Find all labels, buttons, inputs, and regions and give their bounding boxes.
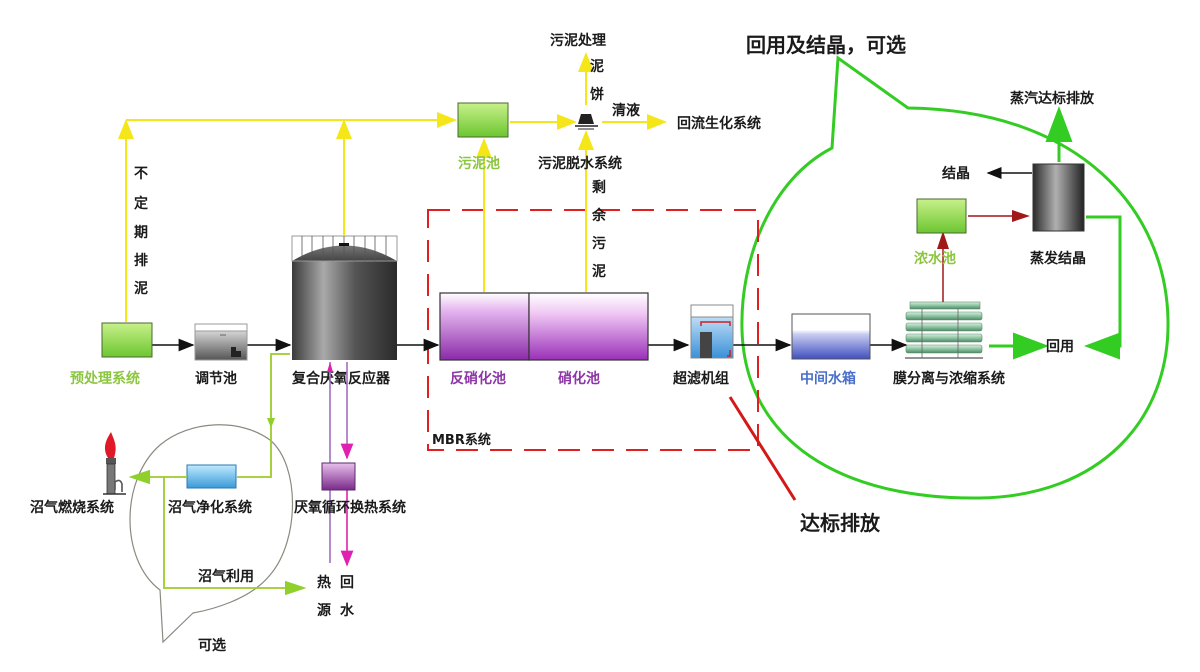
anaerobic-reactor[interactable] bbox=[291, 235, 398, 360]
intermediate-tank-label: 中间水箱 bbox=[800, 370, 856, 387]
svg-text:饼: 饼 bbox=[590, 86, 604, 103]
biogas-utilization-line bbox=[163, 477, 307, 596]
return-bio-label: 回流生化系统 bbox=[677, 115, 761, 132]
svg-text:热: 热 bbox=[317, 574, 331, 591]
compliant-discharge-line bbox=[728, 396, 797, 501]
denitrification-label: 反硝化池 bbox=[450, 370, 506, 387]
svg-text:余: 余 bbox=[591, 207, 607, 224]
ultrafiltration-unit[interactable] bbox=[690, 304, 734, 359]
equalization-label: 调节池 bbox=[195, 370, 237, 387]
excess-sludge-label: 剩 余 污 泥 bbox=[591, 179, 607, 280]
svg-text:定: 定 bbox=[134, 195, 148, 212]
steam-discharge-label: 蒸汽达标排放 bbox=[1010, 90, 1095, 107]
irregular-discharge-label: 不 定 期 排 泥 bbox=[134, 166, 148, 297]
evap-reuse-line bbox=[1084, 215, 1122, 360]
svg-text:泥: 泥 bbox=[590, 58, 604, 75]
sludge-tank-label: 污泥池 bbox=[458, 155, 500, 172]
biogas-purification-unit[interactable] bbox=[186, 464, 237, 489]
recycle-title: 回用及结晶，可选 bbox=[746, 33, 906, 57]
svg-text:污: 污 bbox=[592, 235, 606, 252]
optional-label: 可选 bbox=[198, 637, 226, 654]
biogas-flare-label: 沼气燃烧系统 bbox=[30, 499, 114, 516]
biogas-flare-icon[interactable] bbox=[103, 432, 126, 495]
evaporation-label: 蒸发结晶 bbox=[1030, 250, 1086, 267]
biogas-use-label: 沼气利用 bbox=[198, 568, 254, 585]
evaporation-crystallizer[interactable] bbox=[1032, 163, 1085, 232]
concentrate-tank[interactable] bbox=[916, 198, 967, 234]
sludge-lines bbox=[118, 52, 667, 322]
recycle-callout-bubble bbox=[740, 55, 1170, 500]
heat-exchange-label: 厌氧循环换热系统 bbox=[294, 499, 406, 516]
denitrification-tank[interactable] bbox=[439, 292, 530, 361]
intermediate-tank[interactable] bbox=[791, 313, 871, 360]
compliant-discharge-label: 达标排放 bbox=[800, 511, 881, 535]
svg-text:泥: 泥 bbox=[592, 263, 606, 280]
nitrification-tank[interactable] bbox=[528, 292, 649, 361]
nitrification-label: 硝化池 bbox=[558, 370, 600, 387]
optional-callout-bubble bbox=[129, 424, 293, 644]
membrane-system-label: 膜分离与浓缩系统 bbox=[893, 370, 1005, 387]
heat-exchanger-unit[interactable] bbox=[321, 462, 356, 491]
dewatering-press-icon[interactable] bbox=[575, 114, 598, 130]
pretreatment-box[interactable] bbox=[101, 322, 153, 358]
mbr-system-boundary bbox=[427, 209, 759, 451]
mbr-system-label: MBR系统 bbox=[432, 432, 491, 448]
supernatant-label: 清液 bbox=[612, 102, 641, 119]
sludge-treatment-label: 污泥处理 bbox=[550, 32, 606, 49]
svg-text:泥: 泥 bbox=[134, 280, 148, 297]
svg-text:源: 源 bbox=[317, 602, 331, 619]
anaerobic-reactor-label: 复合厌氧反应器 bbox=[291, 370, 391, 387]
equalization-tank[interactable] bbox=[194, 323, 248, 361]
svg-text:剩: 剩 bbox=[592, 179, 606, 196]
svg-text:回: 回 bbox=[340, 575, 354, 591]
ultrafiltration-label: 超滤机组 bbox=[672, 370, 729, 387]
reuse-label: 回用 bbox=[1046, 339, 1074, 355]
biogas-out-line bbox=[237, 353, 290, 478]
concentrate-tank-label: 浓水池 bbox=[914, 250, 956, 267]
svg-text:期: 期 bbox=[134, 225, 148, 241]
svg-text:水: 水 bbox=[340, 602, 355, 619]
sludge-dewatering-label: 污泥脱水系统 bbox=[538, 155, 622, 172]
svg-text:排: 排 bbox=[134, 252, 148, 269]
sludge-tank[interactable] bbox=[457, 102, 509, 138]
sludge-cake-label: 泥 饼 bbox=[590, 58, 604, 103]
pretreatment-label: 预处理系统 bbox=[70, 370, 140, 387]
biogas-purification-label: 沼气净化系统 bbox=[168, 499, 252, 516]
return-water-label: 回 水 bbox=[340, 575, 355, 619]
svg-text:不: 不 bbox=[134, 166, 148, 182]
membrane-separation-unit[interactable] bbox=[905, 301, 983, 359]
crystal-label: 结晶 bbox=[942, 165, 970, 182]
heat-source-label: 热 源 bbox=[317, 574, 331, 619]
